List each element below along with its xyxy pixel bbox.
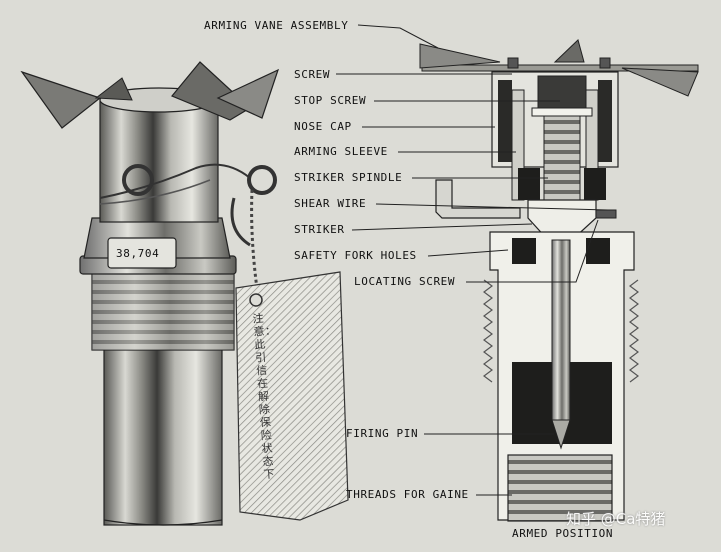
label-arming-sleeve: ARMING SLEEVE <box>294 145 388 158</box>
label-shear-wire: SHEAR WIRE <box>294 197 367 210</box>
fuze-cross-section <box>419 39 699 522</box>
watermark: 知乎 @Ca特猪 <box>566 510 666 528</box>
label-locating-screw: LOCATING SCREW <box>354 275 456 288</box>
label-firing-pin: FIRING PIN <box>346 427 419 440</box>
label-nose-cap: NOSE CAP <box>294 120 352 133</box>
label-striker: STRIKER <box>294 223 345 236</box>
leader-lines <box>336 24 609 496</box>
serial-number: 38,704 <box>116 247 160 260</box>
label-armed-position: ARMED POSITION <box>512 527 614 540</box>
label-striker-spindle: STRIKER SPINDLE <box>294 171 403 184</box>
label-screw: SCREW <box>294 68 331 81</box>
label-stop-screw: STOP SCREW <box>294 94 367 107</box>
label-safety-fork-holes: SAFETY FORK HOLES <box>294 249 417 262</box>
fuze-external-view <box>20 61 349 526</box>
label-threads-for-gaine: THREADS FOR GAINE <box>346 488 469 501</box>
label-arming-vane-assembly: ARMING VANE ASSEMBLY <box>204 19 349 32</box>
